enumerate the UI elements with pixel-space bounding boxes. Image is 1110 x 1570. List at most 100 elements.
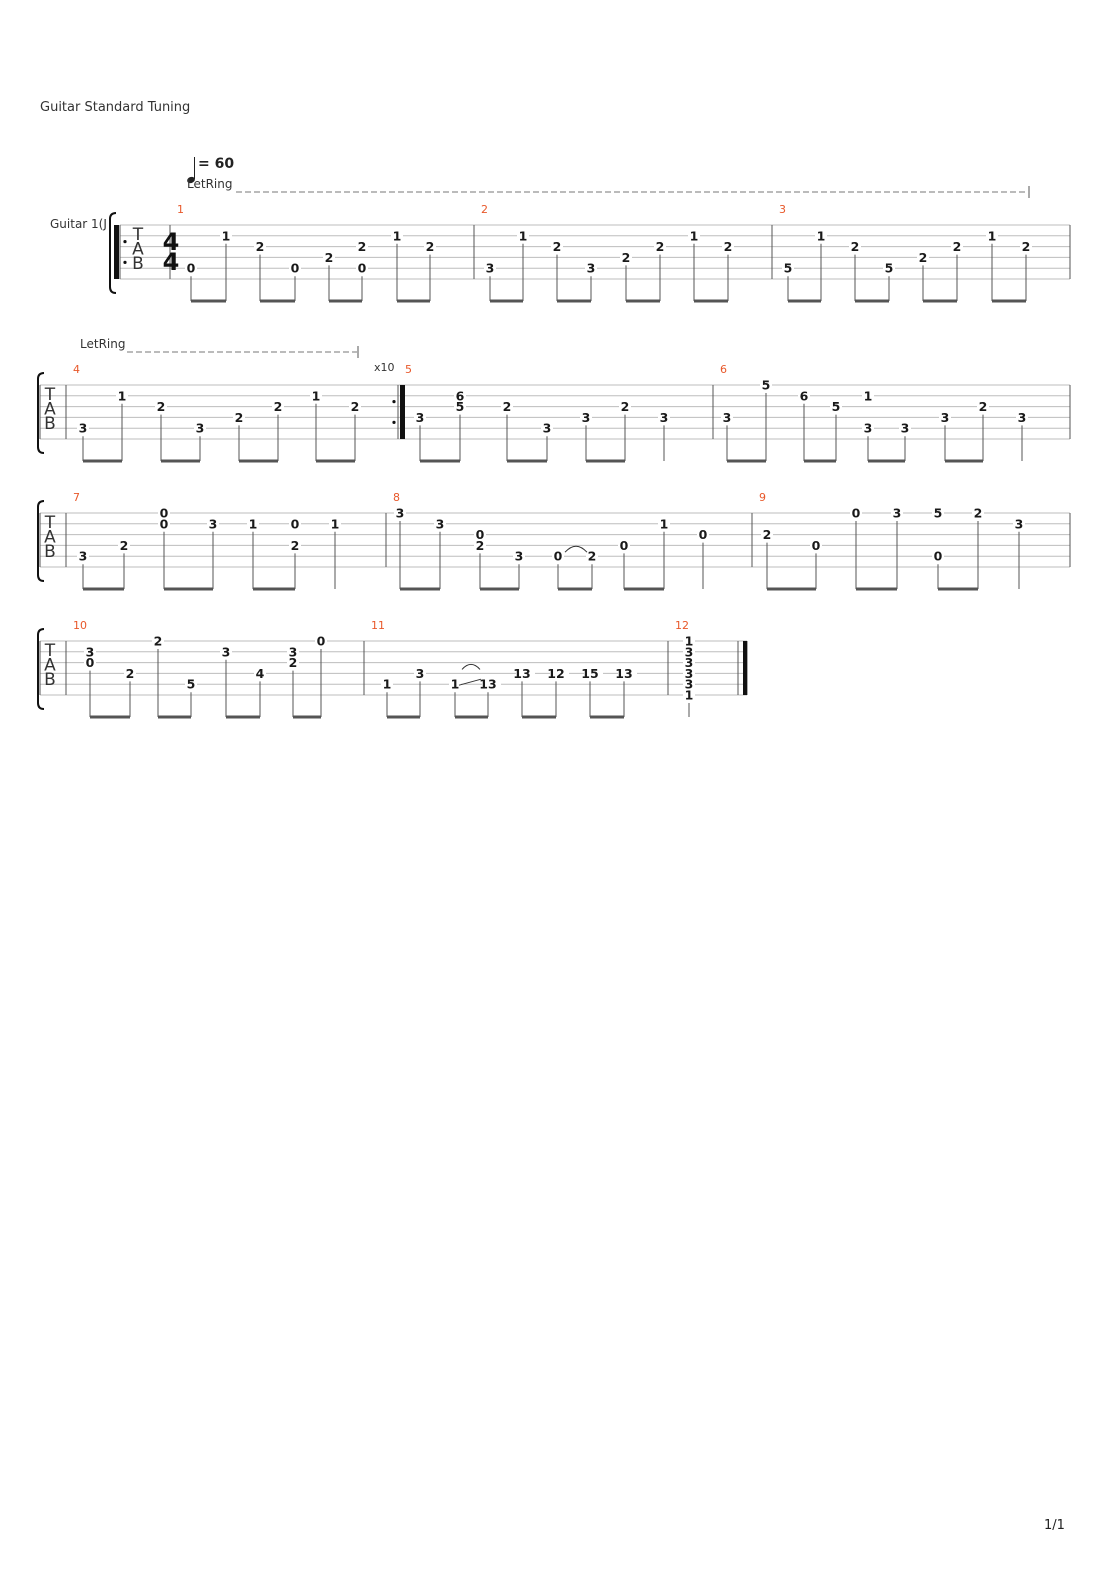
fret-bg	[158, 518, 170, 530]
tab-clef-letter: T	[44, 385, 56, 405]
fret-number: 3	[660, 410, 669, 425]
fret-number: 1	[249, 516, 258, 531]
fret-number: 2	[1022, 239, 1031, 254]
let-ring-label: LetRing	[80, 337, 125, 351]
fret-number: 0	[812, 538, 821, 553]
fret-number: 3	[1015, 516, 1024, 531]
measure-number: 9	[759, 491, 766, 504]
fret-number: 0	[699, 527, 708, 542]
tab-clef-letter: B	[44, 414, 56, 434]
tab-clef-letter: B	[44, 542, 56, 562]
fret-bg	[356, 241, 368, 253]
fret-bg	[254, 667, 266, 679]
measure-number: 3	[779, 203, 786, 216]
fret-number: 0	[160, 516, 169, 531]
tab-clef-letter: A	[44, 528, 56, 548]
fret-bg	[849, 241, 861, 253]
fret-bg	[722, 241, 734, 253]
fret-number: 0	[554, 549, 563, 564]
fret-number: 2	[351, 399, 360, 414]
fret-bg	[798, 390, 810, 402]
fret-bg	[1013, 518, 1025, 530]
fret-number: 2	[126, 666, 135, 681]
fret-number: 4	[256, 666, 265, 681]
tempo-marking: = 60	[198, 156, 235, 172]
fret-bg	[951, 241, 963, 253]
fret-number: 0	[358, 261, 367, 276]
fret-number: 1	[222, 228, 231, 243]
fret-number: 2	[157, 399, 166, 414]
fret-bg	[939, 411, 951, 423]
fret-bg	[541, 422, 553, 434]
fret-bg	[932, 550, 944, 562]
fret-bg	[932, 507, 944, 519]
fret-number: 2	[154, 634, 163, 649]
fret-bg	[158, 507, 170, 519]
fret-number: 2	[325, 250, 334, 265]
measure-number: 1	[177, 203, 184, 216]
fret-number: 0	[86, 655, 95, 670]
tie-arc	[564, 545, 588, 553]
fret-number: 2	[851, 239, 860, 254]
fret-bg	[513, 550, 525, 562]
fret-bg	[891, 507, 903, 519]
fret-bg	[584, 667, 603, 679]
fret-number: 1	[685, 688, 694, 703]
fret-number: 2	[503, 399, 512, 414]
tie-arc	[461, 663, 481, 670]
fret-bg	[220, 646, 232, 658]
fret-bg	[619, 401, 631, 413]
fret-number: 3	[222, 644, 231, 659]
fret-number: 2	[656, 239, 665, 254]
fret-bg	[1016, 411, 1028, 423]
fret-number: 6	[800, 388, 809, 403]
fret-number: 13	[615, 666, 632, 681]
fret-number: 1	[331, 516, 340, 531]
fret-bg	[683, 689, 695, 701]
fret-number: 1	[519, 228, 528, 243]
fret-bg	[272, 401, 284, 413]
fret-number: 0	[291, 516, 300, 531]
fret-bg	[315, 635, 327, 647]
fret-bg	[381, 678, 393, 690]
fret-bg	[620, 251, 632, 263]
fret-number: 0	[620, 538, 629, 553]
fret-number: 0	[187, 261, 196, 276]
tab-clef-letter: B	[132, 254, 144, 274]
fret-bg	[516, 667, 535, 679]
fret-number: 2	[621, 399, 630, 414]
fret-bg	[414, 411, 426, 423]
fret-bg	[289, 539, 301, 551]
fret-bg	[394, 507, 406, 519]
fret-bg	[550, 667, 569, 679]
fret-number: 3	[893, 506, 902, 521]
fret-bg	[474, 529, 486, 541]
fret-number: 1	[383, 677, 392, 692]
fret-number: 5	[784, 261, 793, 276]
fret-number: 3	[582, 410, 591, 425]
fret-number: 3	[941, 410, 950, 425]
let-ring-label: LetRing	[187, 177, 232, 191]
fret-number: 2	[256, 239, 265, 254]
fret-number: 2	[274, 399, 283, 414]
fret-bg	[434, 518, 446, 530]
fret-number: 5	[762, 378, 771, 393]
fret-bg	[977, 401, 989, 413]
fret-bg	[287, 646, 299, 658]
fret-number: 2	[476, 538, 485, 553]
fret-bg	[972, 507, 984, 519]
fret-bg	[118, 539, 130, 551]
fret-number: 5	[456, 399, 465, 414]
fret-bg	[850, 507, 862, 519]
fret-bg	[449, 678, 461, 690]
fret-number: 2	[120, 538, 129, 553]
fret-number: 2	[553, 239, 562, 254]
fret-number: 6	[456, 388, 465, 403]
fret-number: 3	[685, 644, 694, 659]
fret-number: 3	[486, 261, 495, 276]
